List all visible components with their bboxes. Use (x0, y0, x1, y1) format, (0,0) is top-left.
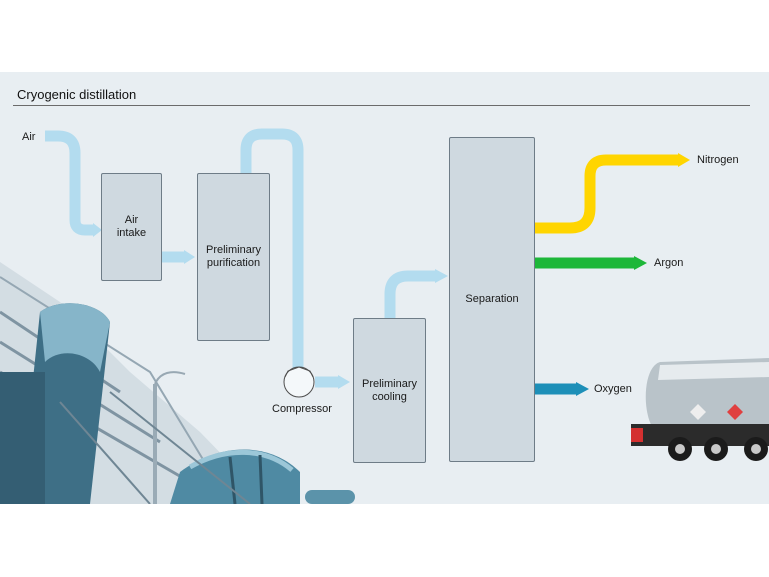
oxygen-arrow (576, 382, 589, 396)
compressor-label: Compressor (272, 403, 332, 415)
nitrogen-flow (535, 154, 680, 234)
diagram-title: Cryogenic distillation (17, 87, 137, 102)
preliminary-cooling-box: Preliminary cooling (353, 318, 426, 463)
industrial-plant-illustration (0, 262, 355, 504)
air-intake-box: Air intake (101, 173, 162, 281)
argon-label: Argon (654, 257, 684, 269)
nitrogen-label: Nitrogen (697, 154, 739, 166)
nitrogen-arrow (678, 153, 690, 167)
air-flow-pipes (45, 128, 448, 389)
oxygen-label: Oxygen (594, 383, 632, 395)
air-input-label: Air (22, 131, 36, 143)
title-divider (13, 105, 750, 106)
argon-arrow (634, 256, 647, 270)
tanker-truck-illustration (631, 358, 769, 461)
compressor-icon (283, 366, 315, 398)
preliminary-purification-box: Preliminary purification (197, 173, 270, 341)
flow-diagram (0, 128, 769, 504)
separation-box: Separation (449, 137, 535, 462)
diagram-panel: Cryogenic distillation Air Air intake Pr… (0, 72, 769, 504)
